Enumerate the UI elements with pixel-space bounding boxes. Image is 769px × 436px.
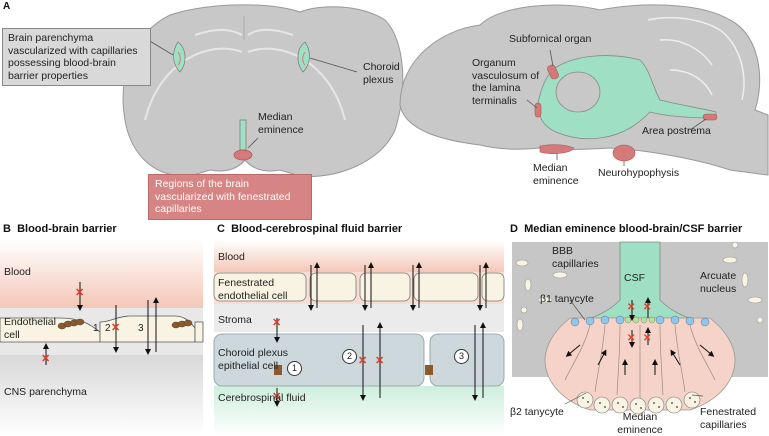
median-eminence-label: Median eminence <box>258 111 304 136</box>
panel-d-b1-tanycyte-label: β1 tanycyte <box>540 293 594 305</box>
sagittal-brain-section <box>399 4 769 176</box>
panel-c-blood-label: Blood <box>218 251 245 263</box>
svg-text:✕: ✕ <box>358 355 367 367</box>
tight-junction-right <box>171 319 193 329</box>
panel-d-bbb-capillaries-label: BBB capillaries <box>552 245 599 270</box>
svg-text:✕: ✕ <box>375 355 384 367</box>
bbb-callout: Brain parenchyma vascularized with capil… <box>2 28 151 86</box>
panel-d-title: D Median eminence blood-brain/CSF barrie… <box>510 223 742 235</box>
panel-d-arcuate-label: Arcuate nucleus <box>700 270 737 295</box>
panel-c-csf-label: Cerebrospinal fluid <box>218 392 306 404</box>
subfornical-organ-label: Subfornical organ <box>509 33 592 45</box>
svg-text:✕: ✕ <box>111 322 120 334</box>
svg-text:✕: ✕ <box>643 302 651 313</box>
area-postrema-label: Area postrema <box>642 125 711 137</box>
panel-c-stroma-label: Stroma <box>218 314 252 326</box>
panel-d-letter: D <box>510 223 518 235</box>
panel-d-median-eminence-label: Median eminence <box>617 411 663 436</box>
panel-b-title-text: Blood-brain barrier <box>17 223 117 235</box>
panel-c-route-2: 2 <box>342 349 357 364</box>
svg-text:✕: ✕ <box>272 317 281 329</box>
panel-b-cns-label: CNS parenchyma <box>4 386 87 398</box>
panel-c-route-3: 3 <box>454 349 469 364</box>
panel-d-b2-tanycyte-label: β2 tanycyte <box>510 406 564 418</box>
panel-c-route-1: 1 <box>287 361 302 376</box>
svg-text:✕: ✕ <box>627 333 635 344</box>
panel-c-letter: C <box>217 223 225 235</box>
panel-b-endothelial-label: Endothelial cell <box>4 316 56 341</box>
fenestrated-callout: Regions of the brain vascularized with f… <box>148 174 312 220</box>
svg-text:✕: ✕ <box>75 287 84 299</box>
coronal-brain-section <box>122 4 404 178</box>
panel-c-title: C Blood-cerebrospinal fluid barrier <box>217 223 402 235</box>
choroid-plexus-label: Choroid plexus <box>363 61 400 86</box>
panel-b-title: B Blood-brain barrier <box>3 223 117 235</box>
neurohypophysis-label: Neurohypophysis <box>598 167 680 179</box>
svg-text:✕: ✕ <box>272 391 281 403</box>
panel-b-route-3: 3 <box>138 323 144 334</box>
sagittal-median-eminence-label: Median eminence <box>533 162 579 187</box>
svg-text:✕: ✕ <box>627 302 635 313</box>
panel-b-letter: B <box>3 223 11 235</box>
svg-text:✕: ✕ <box>643 333 651 344</box>
panel-c-fenestrated-label: Fenestrated endothelial cell <box>218 277 288 302</box>
panel-a-letter: A <box>3 1 11 12</box>
panel-d-fenestrated-label: Fenestrated capillaries <box>700 406 757 431</box>
panel-c-title-text: Blood-cerebrospinal fluid barrier <box>231 223 403 235</box>
panel-c-epithelial-label: Choroid plexus epithelial cell <box>218 347 289 372</box>
panel-b-blood-label: Blood <box>4 266 31 278</box>
tight-junction-left <box>57 318 85 330</box>
panel-b-route-2: 2 <box>105 323 111 334</box>
svg-text:✕: ✕ <box>41 353 50 365</box>
panel-b-route-1: 1 <box>93 323 99 334</box>
ovlt-label: Organum vasculosum of the lamina termina… <box>472 57 540 107</box>
panel-d-title-text: Median eminence blood-brain/CSF barrier <box>524 223 743 235</box>
panel-d-csf-label: CSF <box>624 272 645 284</box>
